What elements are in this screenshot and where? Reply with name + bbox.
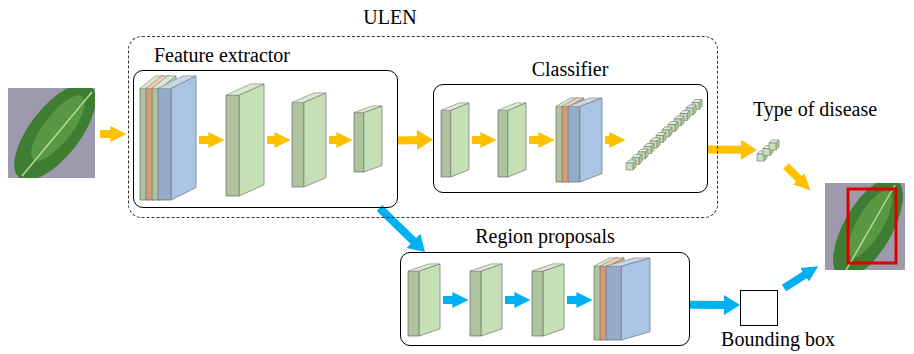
layer-plate	[532, 264, 564, 336]
flow-arrow	[443, 296, 454, 304]
leaf-midrib	[845, 185, 895, 270]
flow-arrow	[329, 136, 338, 144]
flow-arrow	[199, 136, 210, 144]
flow-arrow	[529, 136, 540, 144]
node-heading: Bounding box	[721, 328, 835, 350]
layer-plate	[158, 76, 196, 200]
vector-cell	[769, 140, 779, 150]
classifier-layers	[441, 98, 702, 182]
region-layers	[408, 258, 650, 340]
module-box: Feature extractor	[133, 44, 398, 208]
layer-plate	[226, 84, 264, 196]
flow-arrow	[784, 274, 806, 288]
group-outline: ULEN Feature extractorClassifier	[128, 6, 718, 218]
flow-connector	[379, 208, 424, 252]
flow-connector	[708, 140, 757, 160]
leaf-midrib	[22, 92, 92, 176]
leaf-shade	[840, 185, 901, 264]
flow-connector	[690, 295, 740, 315]
box-outline	[400, 252, 690, 346]
flow-arrow	[786, 166, 800, 180]
node-heading: Type of disease	[753, 98, 877, 120]
bbox-square: Bounding box	[700, 288, 880, 352]
connector-line	[398, 136, 419, 144]
layer-plate	[292, 93, 326, 187]
node-heading: Feature extractor	[154, 44, 290, 66]
leaf-shade	[22, 88, 93, 168]
arrow-head	[417, 130, 433, 150]
node-heading: Region proposals	[475, 225, 614, 247]
flow-arrow	[505, 296, 516, 304]
layer-plate	[498, 103, 526, 177]
flow-arrow	[267, 136, 276, 144]
connector-line	[708, 145, 743, 153]
flow-connector	[398, 130, 433, 150]
node-heading: ULEN	[363, 6, 416, 28]
connector-line	[379, 208, 414, 242]
arrow-head	[406, 234, 424, 252]
layer-plate	[568, 98, 602, 182]
input-leaf-image	[8, 88, 95, 178]
layer-plate	[470, 264, 502, 336]
vector-shape	[757, 138, 783, 162]
box-outline	[433, 84, 708, 193]
leaf	[825, 183, 905, 270]
arrow-head	[724, 295, 740, 315]
vector-cell	[626, 160, 636, 170]
node-heading: Classifier	[532, 58, 609, 80]
flow-arrows	[100, 134, 806, 300]
flow-arrow	[605, 136, 611, 144]
leaf	[8, 88, 95, 178]
box-outline	[740, 290, 778, 326]
flow-arrow	[567, 296, 578, 304]
connector-line	[690, 301, 726, 309]
detection-box	[848, 189, 896, 263]
feature-layers	[140, 76, 382, 200]
flow-arrow	[100, 130, 112, 138]
output-vector: Type of disease	[735, 96, 895, 166]
arrow-head	[741, 140, 757, 160]
layer-plate	[408, 264, 440, 336]
vector-cells	[757, 138, 783, 162]
layer-plate	[441, 103, 469, 177]
box-outline	[133, 70, 398, 208]
output-leaf-image	[825, 183, 905, 270]
layer-plate	[354, 106, 382, 172]
module-box: Region proposals	[400, 225, 690, 346]
flow-arrow	[472, 136, 482, 144]
module-box: Classifier	[433, 58, 708, 193]
layer-plate	[606, 258, 650, 340]
